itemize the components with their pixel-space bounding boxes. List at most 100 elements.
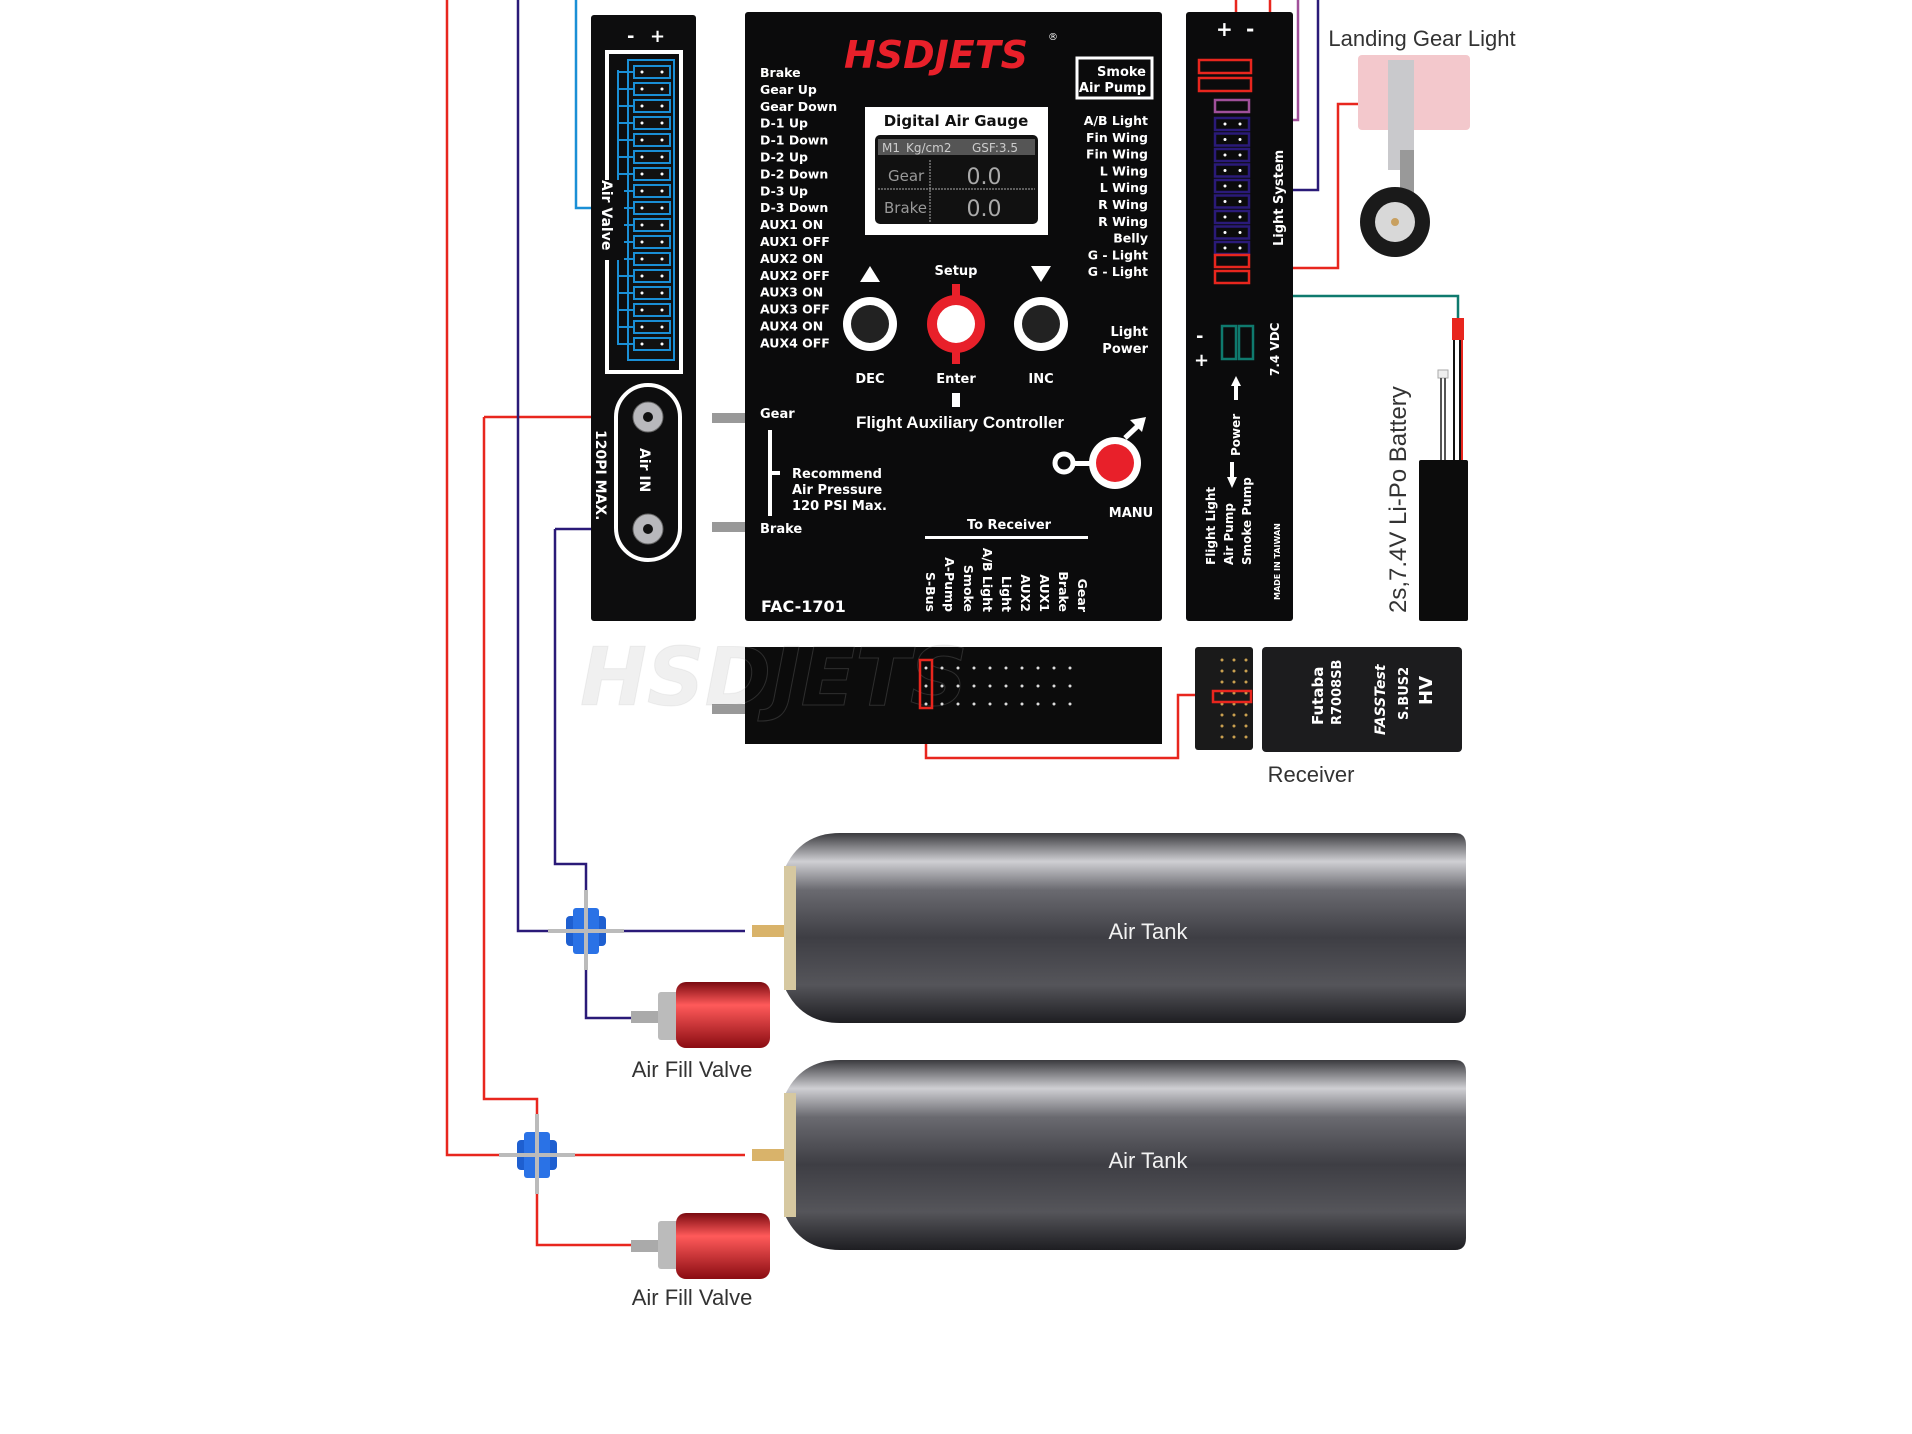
svg-text:Light: Light: [1110, 325, 1148, 340]
svg-text:Air Pump: Air Pump: [1079, 81, 1146, 96]
svg-text:GSF:3.5: GSF:3.5: [972, 141, 1018, 155]
dec-button[interactable]: [843, 297, 897, 351]
light-output-label: Belly: [1113, 231, 1148, 246]
registered-mark: ®: [1048, 32, 1058, 43]
light-port[interactable]: [1213, 209, 1251, 225]
svg-text:Flight Light: Flight Light: [1204, 487, 1218, 565]
output-label: D-1 Up: [760, 116, 808, 131]
output-label: AUX2 ON: [760, 251, 823, 266]
power-connector[interactable]: [1220, 324, 1255, 361]
power-up-arrow-icon: [1231, 376, 1241, 386]
svg-text:0.0: 0.0: [967, 197, 1002, 222]
svg-text:7.4 VDC: 7.4 VDC: [1268, 322, 1282, 376]
light-output-label: R Wing: [1098, 197, 1148, 212]
receiver-port-label: AUX1: [1037, 574, 1052, 612]
svg-text:Power: Power: [1102, 342, 1148, 357]
receiver-port-label: Gear: [1075, 579, 1090, 613]
svg-text:FASSTest: FASSTest: [1373, 663, 1389, 735]
svg-text:MANU: MANU: [1109, 506, 1153, 521]
receiver-port-label: A/B Light: [980, 548, 995, 612]
light-port[interactable]: [1213, 225, 1251, 240]
svg-text:Smoke: Smoke: [1097, 65, 1146, 80]
power-down-arrow-icon: [1227, 477, 1237, 488]
air-tank-2: [752, 1060, 1466, 1250]
output-label: D-2 Down: [760, 166, 828, 181]
receiver: Futaba R7008SB FASSTest S.BUS2 HV: [1195, 647, 1462, 752]
output-label: Gear Down: [760, 99, 837, 114]
brand-logo: HSDJETS: [844, 33, 1028, 77]
lipo-battery: [1419, 318, 1468, 621]
fill-valve-1-label: Air Fill Valve: [632, 1057, 753, 1082]
light-port[interactable]: [1213, 147, 1251, 163]
light-port[interactable]: [1213, 178, 1251, 194]
receiver-port-label: Brake: [1056, 571, 1071, 612]
air-tank-1: [752, 833, 1466, 1023]
svg-text:Enter: Enter: [936, 372, 976, 387]
light-port[interactable]: [1213, 116, 1251, 132]
svg-text:+: +: [1216, 17, 1233, 41]
light-output-label: G - Light: [1088, 264, 1148, 279]
light-output-label: L Wing: [1100, 180, 1148, 195]
down-arrow-icon: [1031, 266, 1051, 282]
landing-gear-light-label: Landing Gear Light: [1328, 26, 1515, 51]
svg-text:R7008SB: R7008SB: [1330, 660, 1345, 725]
svg-text:INC: INC: [1028, 372, 1053, 387]
light-port[interactable]: [1213, 132, 1251, 147]
receiver-port-label: Light: [999, 576, 1014, 612]
fill-valve-2-label: Air Fill Valve: [632, 1285, 753, 1310]
light-output-label: A/B Light: [1084, 113, 1148, 128]
svg-text:Gear: Gear: [760, 407, 795, 422]
light-output-label: L Wing: [1100, 163, 1148, 178]
svg-text:-: -: [627, 26, 634, 47]
output-label: D-2 Up: [760, 150, 808, 165]
svg-text:Smoke Pump: Smoke Pump: [1240, 477, 1254, 565]
light-output-label: G - Light: [1088, 247, 1148, 262]
light-output-label: Fin Wing: [1086, 147, 1148, 162]
model-label: FAC-1701: [761, 597, 846, 616]
blue-cross-fitting-1: [548, 890, 624, 970]
air-in-label: Air IN: [636, 448, 652, 492]
light-port[interactable]: [1213, 163, 1251, 178]
light-output-label: Fin Wing: [1086, 130, 1148, 145]
svg-text:Gear: Gear: [888, 167, 925, 185]
svg-text:Digital Air Gauge: Digital Air Gauge: [884, 112, 1029, 130]
left-panel: - + Air Valve Air IN 120PI MAX.: [591, 15, 696, 621]
output-label: D-1 Down: [760, 133, 828, 148]
air-tank-2-label: Air Tank: [1108, 1148, 1188, 1173]
blue-cross-fitting-2: [499, 1114, 575, 1194]
svg-text:0.0: 0.0: [967, 165, 1002, 190]
svg-text:120 PSI Max.: 120 PSI Max.: [792, 499, 887, 514]
enter-button[interactable]: [927, 284, 985, 364]
receiver-port-label: Smoke: [961, 565, 976, 612]
inc-button[interactable]: [1014, 297, 1068, 351]
svg-text:S.BUS2: S.BUS2: [1397, 667, 1412, 720]
svg-text:Light System: Light System: [1272, 150, 1287, 246]
red-wire-gear: [445, 0, 745, 1157]
light-port[interactable]: [1213, 194, 1251, 209]
svg-text:Brake: Brake: [760, 522, 802, 537]
svg-text:-: -: [1246, 17, 1254, 41]
svg-text:Brake: Brake: [884, 199, 927, 217]
watermark: HSDJETS: [580, 631, 968, 724]
digital-air-gauge: Digital Air Gauge M1 Kg/cm2 GSF:3.5 Gear…: [865, 107, 1048, 235]
output-label: Brake: [760, 65, 801, 80]
svg-text:HV: HV: [1416, 676, 1437, 705]
controller-side-view: HSDJETS: [580, 631, 1162, 744]
manu-button[interactable]: [1052, 417, 1146, 489]
light-output-label: R Wing: [1098, 214, 1148, 229]
output-label: D-3 Up: [760, 183, 808, 198]
purple-wire-main: [516, 0, 745, 933]
receiver-port-label: A-Pump: [942, 557, 957, 612]
output-label: AUX1 ON: [760, 217, 823, 232]
output-label: AUX3 ON: [760, 285, 823, 300]
wires: [445, 0, 1460, 1247]
receiver-port-label: AUX2: [1018, 574, 1033, 612]
air-valve-label: Air Valve: [598, 180, 614, 250]
svg-text:MADE IN TAIWAN: MADE IN TAIWAN: [1273, 523, 1282, 600]
output-label: AUX1 OFF: [760, 234, 830, 249]
svg-text:+: +: [650, 26, 665, 47]
air-fill-valve-2: [631, 1213, 770, 1279]
svg-text:-: -: [1196, 326, 1203, 347]
